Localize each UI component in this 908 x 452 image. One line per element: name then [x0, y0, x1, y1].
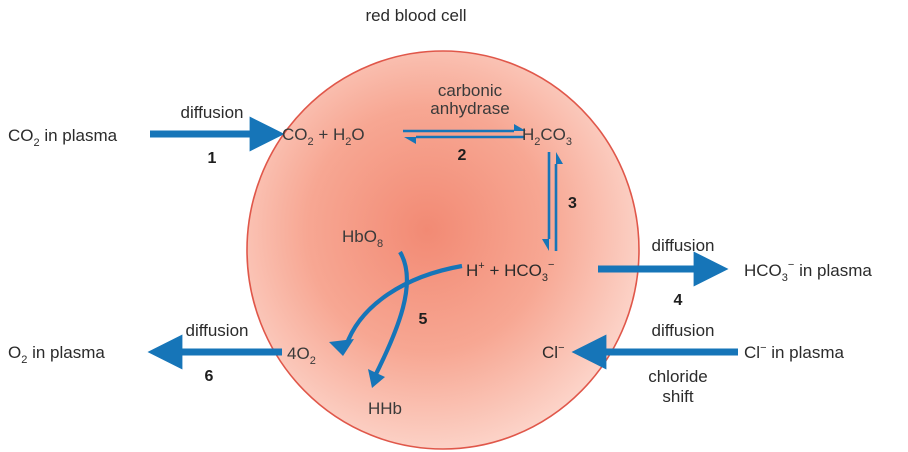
label-carbonic: carbonic [438, 81, 503, 100]
label-o2-in-plasma: O2 in plasma [8, 343, 105, 366]
label-hplus-hco3: H+ + HCO3− [466, 259, 554, 284]
equilibrium-arrow-forward-head [514, 124, 526, 131]
equilibrium-arrow-down-head [542, 239, 549, 251]
label-hco3-in-plasma: HCO3− in plasma [744, 259, 872, 284]
label-hhb: HHb [368, 399, 402, 418]
label-h2co3: H2CO3 [522, 125, 572, 148]
label-chloride: chloride [648, 367, 708, 386]
label-co2-in-plasma: CO2 in plasma [8, 126, 118, 149]
label-shift: shift [662, 387, 693, 406]
label-diffusion-1: diffusion [180, 103, 243, 122]
label-4o2: 4O2 [287, 344, 316, 367]
curve-hplus-to-4o2 [344, 263, 463, 347]
equilibrium-arrow-back-head [404, 137, 416, 144]
step-number-5: 5 [419, 311, 428, 328]
label-diffusion-4: diffusion [651, 236, 714, 255]
curve-hbo8-to-hhb [373, 250, 410, 377]
label-hbo8: HbO8 [342, 227, 383, 250]
step-number-3: 3 [568, 195, 577, 212]
label-diffusion-6: diffusion [185, 321, 248, 340]
step-number-4: 4 [674, 292, 683, 309]
label-anhydrase: anhydrase [430, 99, 509, 118]
step-number-6: 6 [205, 368, 214, 385]
diagram-title: red blood cell [365, 6, 466, 25]
step-number-1: 1 [208, 150, 217, 167]
step-number-2: 2 [458, 147, 467, 164]
label-cl-in-plasma: Cl− in plasma [744, 342, 845, 362]
label-cl-in-cell: Cl− [542, 342, 565, 362]
equilibrium-arrow-up-head [556, 152, 563, 164]
label-co2-h2o: CO2 + H2O [282, 125, 365, 148]
label-diffusion-cl: diffusion [651, 321, 714, 340]
curve-hplus-to-4o2-head [329, 339, 354, 356]
curve-hbo8-to-hhb-head [368, 369, 385, 388]
